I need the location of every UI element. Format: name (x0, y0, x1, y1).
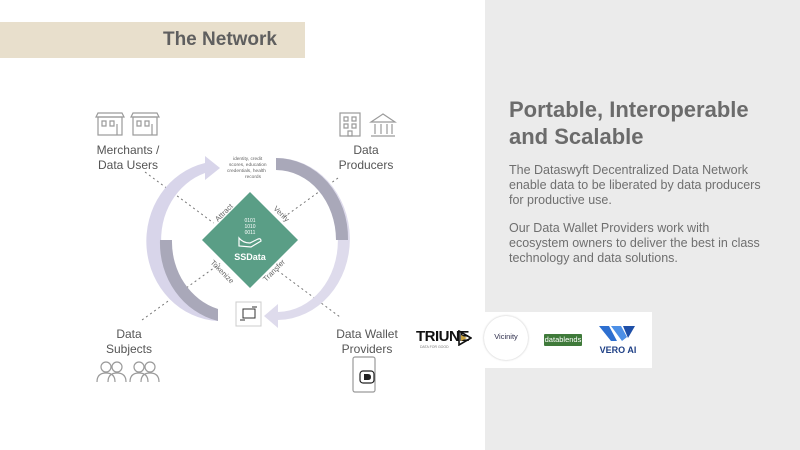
store-icon (130, 112, 160, 136)
office-building-icon (339, 112, 361, 137)
triune-play-icon (458, 330, 472, 346)
paragraph-network: The Dataswyft Decentralized Data Network… (509, 163, 779, 208)
node-label-line: Data (353, 143, 379, 157)
store-icon (95, 112, 125, 136)
cycle-arrow-top-left (146, 156, 220, 321)
node-label-line: Producers (338, 158, 394, 172)
data-note-line: records (245, 174, 262, 180)
paragraph-network-line: enable data to be liberated by data prod… (509, 178, 761, 192)
paragraph-wallet-line: technology and data solutions. (509, 251, 678, 265)
vicinity-logo: Vicinity (484, 316, 528, 360)
mobile-wallet-icon (352, 356, 376, 393)
network-diagram: 0101 1010 0011 SSData Attract Verify Tok… (95, 112, 397, 393)
node-merchants-data-users: Merchants / Data Users (82, 143, 174, 173)
vero-ai-logo: VERO AI (595, 324, 641, 360)
node-data-producers: Data Producers (325, 143, 407, 173)
token-icon-frame (235, 301, 262, 327)
data-note-line: credentials, health (227, 168, 266, 174)
node-label-line: Subjects (105, 342, 153, 356)
headline: Portable, Interoperable and Scalable (509, 96, 779, 150)
node-data-wallet-providers: Data Wallet Providers (326, 327, 408, 357)
paragraph-wallet-line: ecosystem owners to deliver the best in … (509, 236, 760, 250)
page-title: The Network (162, 29, 277, 50)
datablends-logo: datablends (544, 334, 582, 346)
paragraph-wallet-providers: Our Data Wallet Providers work with ecos… (509, 221, 779, 266)
data-note-line: scores, education (229, 162, 267, 168)
node-label-line: Providers (341, 342, 393, 356)
paragraph-network-line: The Dataswyft Decentralized Data Network (509, 163, 748, 177)
triune-tagline: DATA FOR GOOD (420, 345, 449, 349)
binary-row: 0011 (245, 230, 256, 236)
right-panel-background (485, 0, 800, 450)
binary-row: 0101 (244, 218, 255, 224)
token-exchange-icon (240, 306, 257, 321)
cycle-arrow-top-right-shade (276, 157, 349, 240)
headline-line-2: and Scalable (509, 124, 644, 149)
node-label-line: Merchants / (96, 143, 160, 157)
datablends-logo-text: datablends (544, 335, 582, 344)
vicinity-logo-text: Vicinity (494, 332, 518, 341)
vero-ai-logo-text: VERO AI (599, 345, 637, 355)
vero-ai-mark-icon (599, 326, 635, 341)
node-label-line: Data Users (97, 158, 159, 172)
paragraph-wallet-line: Our Data Wallet Providers work with (509, 221, 710, 235)
center-diamond (202, 192, 298, 288)
data-note-line: identity, credit (233, 156, 263, 162)
headline-line-1: Portable, Interoperable (509, 97, 749, 122)
cycle-arrow-bottom-left-shade (159, 240, 218, 321)
people-icon (96, 361, 160, 383)
triune-logo-text: TRIUNE (416, 328, 469, 345)
title-band (0, 22, 305, 58)
node-data-subjects: Data Subjects (88, 327, 170, 357)
node-label-line: Data Wallet (336, 327, 398, 341)
binary-row: 1010 (244, 224, 255, 230)
paragraph-network-line: for productive use. (509, 193, 612, 207)
institution-icon (369, 113, 397, 137)
center-label: SSData (234, 252, 267, 262)
triune-logo: TRIUNE DATA FOR GOOD (416, 328, 476, 354)
node-label-line: Data (116, 327, 142, 341)
hand-icon (238, 236, 262, 248)
